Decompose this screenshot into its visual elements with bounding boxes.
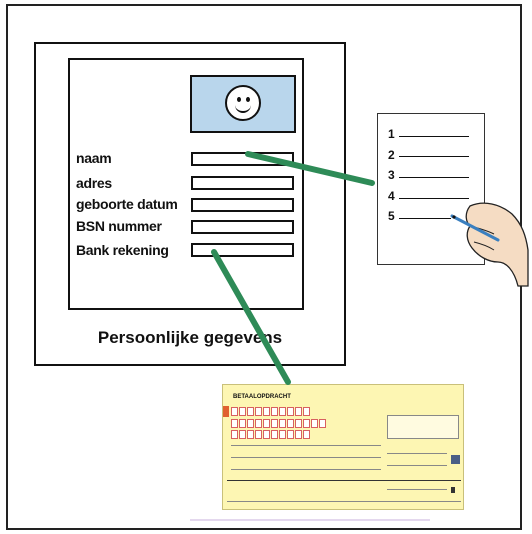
connector-line-to-form xyxy=(211,249,291,385)
connector-line-to-list xyxy=(245,151,375,186)
field-box-naam xyxy=(191,152,294,166)
form-digit-boxes-1 xyxy=(231,407,310,417)
smiley-face-icon xyxy=(225,85,261,121)
field-label-geboorte-datum: geboorte datum xyxy=(76,196,178,212)
form-amount-box xyxy=(387,415,459,439)
list-number-4: 4 xyxy=(388,189,395,203)
list-number-1: 1 xyxy=(388,127,395,141)
field-label-bank-rekening: Bank rekening xyxy=(76,242,169,258)
list-number-2: 2 xyxy=(388,148,395,162)
form-red-tab xyxy=(223,406,229,417)
list-line-3 xyxy=(399,177,469,178)
field-label-naam: naam xyxy=(76,150,112,166)
list-line-2 xyxy=(399,156,469,157)
hand-writing-icon xyxy=(450,202,529,287)
photo-placeholder xyxy=(190,75,296,133)
list-line-1 xyxy=(399,136,469,137)
list-line-5 xyxy=(399,218,451,219)
bank-transfer-form: BETAALOPDRACHT xyxy=(222,384,464,510)
form-title: BETAALOPDRACHT xyxy=(233,394,291,400)
field-label-adres: adres xyxy=(76,175,112,191)
field-label-bsn-nummer: BSN nummer xyxy=(76,218,162,234)
form-code-icon xyxy=(451,455,460,464)
field-box-geboorte-datum xyxy=(191,198,294,212)
form-digit-boxes-2 xyxy=(231,419,326,429)
list-line-4 xyxy=(399,198,469,199)
field-box-bsn-nummer xyxy=(191,220,294,234)
card-caption: Persoonlijke gegevens xyxy=(97,328,283,347)
list-number-5: 5 xyxy=(388,209,395,223)
list-number-3: 3 xyxy=(388,168,395,182)
form-digit-boxes-3 xyxy=(231,430,310,440)
form-shadow-line xyxy=(190,519,430,521)
field-box-adres xyxy=(191,176,294,190)
